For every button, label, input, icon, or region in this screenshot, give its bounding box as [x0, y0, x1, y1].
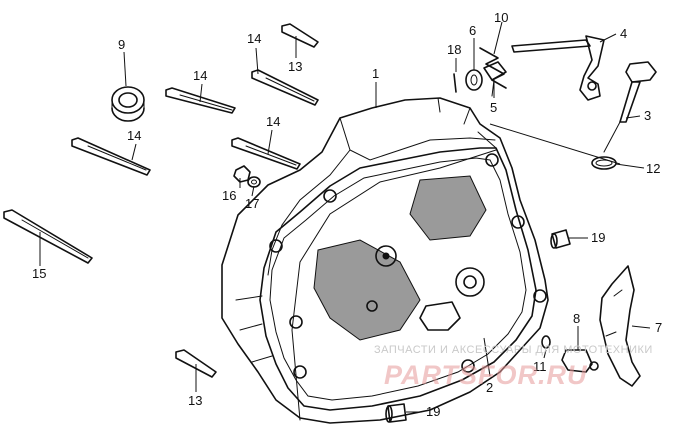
watermark-tagline: ЗАПЧАСТИ И АКСЕССУАРЫ ДЛЯ МОТОТЕХНИКИ [374, 344, 653, 356]
callout-17: 17 [245, 196, 259, 211]
callout-19-bottom: 19 [426, 404, 440, 419]
collar-6 [465, 69, 483, 91]
callout-14-d: 14 [266, 114, 280, 129]
callout-14-a: 14 [247, 31, 261, 46]
pin-18 [453, 73, 457, 93]
callout-13-bottom: 13 [188, 393, 202, 408]
callout-15: 15 [32, 266, 46, 281]
lever-arm-4 [511, 35, 605, 101]
shaft-5 [483, 61, 507, 97]
callout-1: 1 [372, 66, 379, 81]
oil-filler-plug-3 [603, 61, 657, 153]
washer-11 [541, 335, 551, 349]
watermark-logo: PARTSFOR.RU [384, 360, 588, 390]
callout-7: 7 [655, 320, 662, 335]
bolt-13-top [281, 23, 319, 48]
dowel-19-bottom [385, 403, 407, 423]
callout-8: 8 [573, 311, 580, 326]
callout-14-b: 14 [193, 68, 207, 83]
bolt-15 [3, 209, 93, 264]
callout-19-top: 19 [591, 230, 605, 245]
callout-2: 2 [486, 380, 493, 395]
watermark: ЗАПЧАСТИ И АКСЕССУАРЫ ДЛЯ МОТОТЕХНИКИ PA… [374, 344, 653, 390]
cover-plate-7 [599, 265, 641, 387]
callout-9: 9 [118, 37, 125, 52]
callout-11: 11 [533, 359, 547, 374]
washer-17 [247, 176, 261, 188]
callout-labels: 1 2 3 4 5 6 7 8 9 10 11 12 13 13 14 14 1… [32, 10, 662, 419]
bolt-14-d [231, 137, 301, 170]
crankcase-cover [221, 97, 549, 424]
bolt-13-bottom [175, 349, 217, 378]
bolt-14-b [251, 69, 319, 106]
oil-seal-9 [111, 86, 145, 122]
callout-14-c: 14 [127, 128, 141, 143]
nut-16 [233, 165, 251, 183]
bolt-14-c [71, 137, 151, 176]
callout-4: 4 [620, 26, 627, 41]
callout-6: 6 [469, 23, 476, 38]
dowel-19-top [550, 229, 571, 249]
callout-5: 5 [490, 100, 497, 115]
callout-16: 16 [222, 188, 236, 203]
gasket-2 [291, 149, 497, 421]
callout-3: 3 [644, 108, 651, 123]
callout-18: 18 [447, 42, 461, 57]
callout-13-top: 13 [288, 59, 302, 74]
bolt-14-a [165, 87, 236, 114]
leader-lines [39, 21, 651, 413]
callout-10: 10 [494, 10, 508, 25]
callout-12: 12 [646, 161, 660, 176]
